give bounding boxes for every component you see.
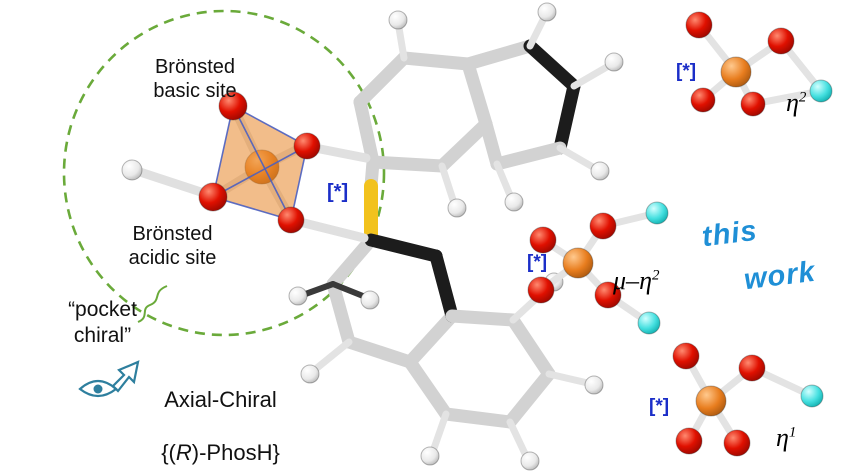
bronsted-acidic-site-label: Brönsted acidic site: [128, 223, 217, 270]
hydrogen-atom: [504, 192, 524, 212]
hydrogen-atom: [604, 52, 624, 72]
oxygen-atom: [277, 206, 305, 234]
hydrogen-atom: [447, 198, 467, 218]
hydrogen-atom: [288, 286, 308, 306]
mu-eta2-structure: [527, 201, 669, 335]
chiral-pocket-ellipse: [62, 9, 386, 337]
hydrogen-atom: [520, 451, 540, 471]
bronsted-basic-site-label: Brönsted basic site: [153, 56, 237, 103]
oxygen-atom: [672, 342, 700, 370]
metal-atom: [809, 79, 833, 103]
axial-chiral-line1: Axial-Chiral: [164, 386, 277, 412]
hydrogen-atom: [360, 290, 380, 310]
oxygen-atom-basic: [218, 91, 248, 121]
oxygen-atom: [767, 27, 795, 55]
eta1-structure: [672, 342, 824, 457]
phosphorus-atom: [720, 56, 752, 88]
oxygen-atom: [740, 91, 766, 117]
hydrogen-atom: [388, 10, 408, 30]
oxygen-atom: [293, 132, 321, 160]
hydrogen-atom: [420, 446, 440, 466]
metal-atom: [645, 201, 669, 225]
oxygen-atom-acidic: [198, 182, 228, 212]
oxygen-atom: [738, 354, 766, 382]
pocket-chiral-label: “pocket chiral”: [68, 298, 137, 347]
eye-pupil: [93, 384, 103, 394]
eta2-label: η2: [786, 88, 807, 117]
chirality-marker-eta1: [*]: [649, 396, 670, 417]
metal-atom: [637, 311, 661, 335]
eta1-label: η1: [776, 423, 797, 452]
arrow-up-right-icon: [111, 360, 140, 393]
hydrogen-atom: [584, 375, 604, 395]
oxygen-atom: [723, 429, 751, 457]
axial-chiral-label: Axial-Chiral {(R)-PhosH}: [128, 360, 313, 476]
main-molecule: [121, 2, 624, 471]
lower-naphthalene-bonds: [297, 233, 596, 464]
oxygen-atom: [685, 11, 713, 39]
eta2-structure: [685, 11, 833, 117]
upper-hydrogens: [388, 2, 624, 218]
hydrogen-atom: [537, 2, 557, 22]
oxygen-atom: [675, 427, 703, 455]
oxygen-atom: [690, 87, 716, 113]
this-work-line1: this: [700, 214, 760, 254]
oxygen-atom: [594, 281, 622, 309]
chirality-marker-eta2: [*]: [676, 61, 697, 82]
upper-naphthalene-bonds: [353, 10, 616, 210]
hydrogen-atom: [300, 364, 320, 384]
oxygen-atom: [589, 212, 617, 240]
metal-atom: [800, 384, 824, 408]
oxygen-atom: [529, 226, 557, 254]
chirality-marker-main: [*]: [327, 181, 349, 203]
pocket-squiggle: [137, 285, 168, 323]
phosphorus-atom: [695, 385, 727, 417]
phosphate-tetrahedron: [212, 105, 308, 221]
mu-eta2-label: μ–η2: [613, 266, 660, 295]
chirality-marker-mu-eta2: [*]: [527, 252, 548, 273]
hydrogen-atom: [590, 161, 610, 181]
acidic-hydrogen-atom: [121, 159, 143, 181]
axial-chiral-line2: {(R)-PhosH}: [161, 440, 280, 466]
eye-icon: [78, 360, 140, 398]
phosphorus-atom: [562, 247, 594, 279]
oxygen-atom: [527, 276, 555, 304]
